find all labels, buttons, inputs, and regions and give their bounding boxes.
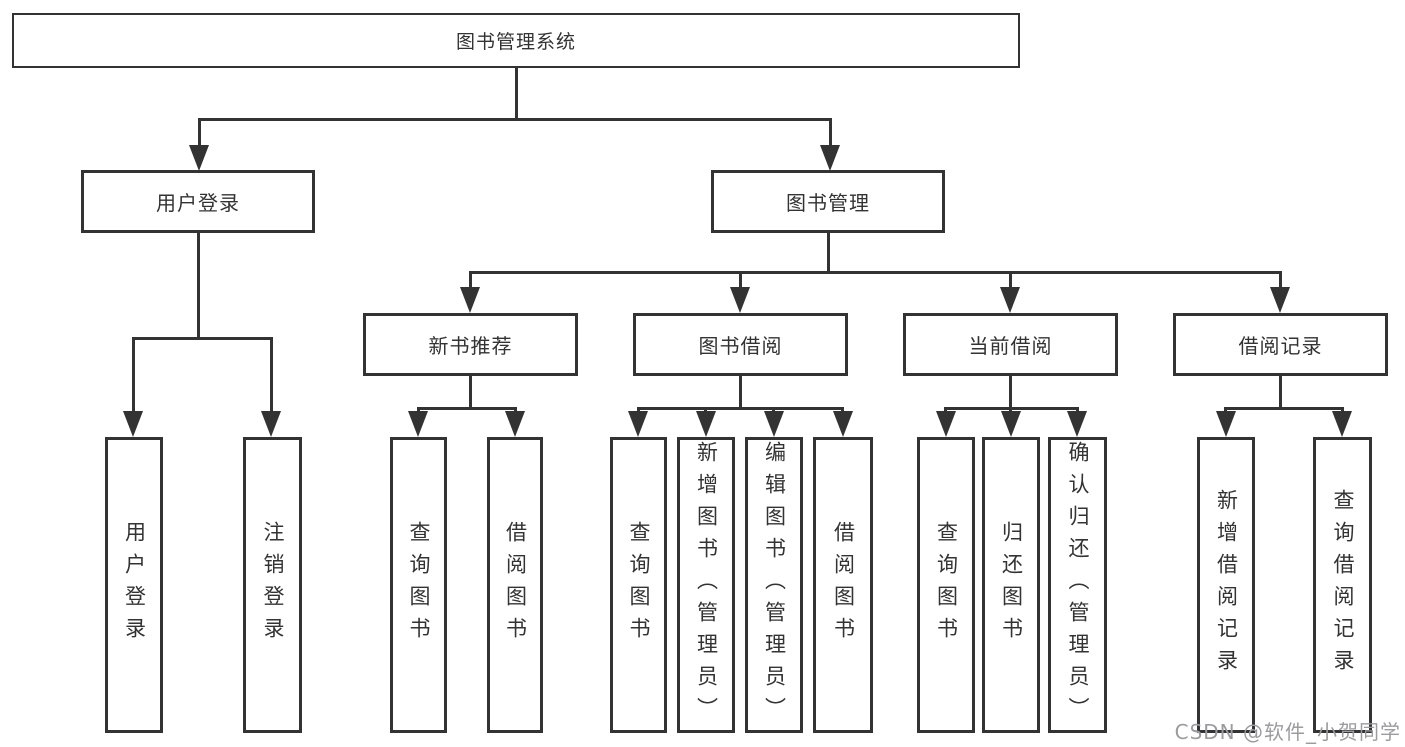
- leaf-bb-borrow-books: 借阅图书: [813, 437, 873, 733]
- arrow-into-leaf-logout: [261, 411, 281, 437]
- arrow-into-leaf-user-login: [123, 411, 143, 437]
- leaf-user-login-label: 用户登录: [122, 521, 147, 649]
- leaf-rec-borrow-books: 借阅图书: [487, 437, 543, 733]
- node-book-management: 图书管理: [711, 170, 945, 233]
- leaf-logout: 注销登录: [243, 437, 302, 733]
- connector-new-book-recommend-split: [417, 407, 517, 410]
- arrow-into-rec-query-books: [408, 411, 428, 437]
- leaf-bb-add-books-label: 新增图书（管理员）: [694, 441, 719, 729]
- leaf-rec-query-books-label: 查询图书: [407, 521, 431, 649]
- connector-new-book-recommend-stem: [469, 376, 472, 410]
- arrow-into-borrow-records: [1270, 287, 1290, 313]
- connector-stem-current-borrow: [1009, 271, 1012, 289]
- arrow-into-bb-edit-books: [764, 411, 784, 437]
- leaf-bb-add-books: 新增图书（管理员）: [677, 437, 735, 733]
- leaf-cb-confirm-return-label: 确认归还（管理员）: [1066, 441, 1090, 729]
- leaf-bb-query-books-label: 查询图书: [627, 521, 651, 649]
- leaf-bb-borrow-books-label: 借阅图书: [831, 521, 856, 649]
- node-root: 图书管理系统: [12, 13, 1020, 68]
- arrow-into-new-book-recommend: [460, 287, 480, 313]
- connector-root-split: [198, 118, 831, 121]
- csdn-watermark: CSDN @软件_小贺同学: [1174, 720, 1401, 744]
- arrow-into-cb-confirm-return: [1067, 411, 1087, 437]
- connector-stem-user-login: [198, 118, 201, 148]
- node-user-login: 用户登录: [81, 170, 315, 233]
- connector-stem-book-management: [829, 118, 832, 148]
- leaf-br-query-record: 查询借阅记录: [1313, 437, 1372, 733]
- node-current-borrow: 当前借阅: [903, 313, 1118, 376]
- node-book-borrow: 图书借阅: [633, 313, 848, 376]
- arrow-into-user-login: [189, 145, 209, 171]
- arrow-into-bb-query-books: [628, 411, 648, 437]
- node-borrow-records-label: 借阅记录: [1238, 334, 1323, 358]
- connector-user-login-stem: [197, 233, 200, 337]
- leaf-br-add-record-label: 新增借阅记录: [1214, 489, 1239, 681]
- leaf-cb-return-books: 归还图书: [982, 437, 1040, 733]
- node-book-management-label: 图书管理: [786, 191, 870, 215]
- node-new-book-recommend-label: 新书推荐: [428, 334, 513, 358]
- leaf-cb-return-books-label: 归还图书: [999, 521, 1024, 649]
- leaf-bb-edit-books-label: 编辑图书（管理员）: [762, 441, 787, 729]
- arrow-into-cb-query-books: [936, 411, 956, 437]
- node-book-borrow-label: 图书借阅: [698, 334, 783, 358]
- connector-borrow-records-stem: [1279, 376, 1282, 410]
- leaf-rec-borrow-books-label: 借阅图书: [503, 521, 528, 649]
- arrow-into-rec-borrow-books: [505, 411, 525, 437]
- leaf-bb-query-books: 查询图书: [610, 437, 667, 733]
- node-current-borrow-label: 当前借阅: [968, 334, 1053, 358]
- connector-book-borrow-stem: [739, 376, 742, 410]
- connector-stem-new-book-recommend: [469, 271, 472, 289]
- leaf-br-query-record-label: 查询借阅记录: [1331, 489, 1355, 681]
- connector-root-stem: [515, 68, 518, 120]
- connector-current-borrow-stem: [1009, 376, 1012, 410]
- leaf-rec-query-books: 查询图书: [390, 437, 447, 733]
- node-borrow-records: 借阅记录: [1173, 313, 1388, 376]
- leaf-cb-query-books-label: 查询图书: [934, 521, 959, 649]
- leaf-user-login: 用户登录: [105, 437, 163, 733]
- leaf-cb-query-books: 查询图书: [917, 437, 975, 733]
- connector-user-login-split: [132, 337, 272, 340]
- node-root-label: 图书管理系统: [455, 31, 576, 53]
- connector-stem-leaf-logout: [270, 337, 273, 413]
- arrow-into-br-add-record: [1216, 411, 1236, 437]
- connector-book-management-split: [469, 271, 1282, 274]
- connector-stem-book-borrow: [739, 271, 742, 289]
- arrow-into-bb-add-books: [696, 411, 716, 437]
- connector-borrow-records-split: [1224, 407, 1343, 410]
- arrow-into-cb-return-books: [1001, 411, 1021, 437]
- node-user-login-label: 用户登录: [156, 191, 240, 215]
- node-new-book-recommend: 新书推荐: [363, 313, 578, 376]
- leaf-cb-confirm-return: 确认归还（管理员）: [1048, 437, 1107, 733]
- arrow-into-br-query-record: [1332, 411, 1352, 437]
- leaf-bb-edit-books: 编辑图书（管理员）: [745, 437, 803, 733]
- connector-stem-leaf-user-login: [132, 337, 135, 413]
- connector-stem-borrow-records: [1279, 271, 1282, 289]
- leaf-logout-label: 注销登录: [261, 521, 285, 649]
- connector-book-borrow-split: [637, 407, 843, 410]
- connector-book-management-stem: [827, 233, 830, 273]
- arrow-into-current-borrow: [1000, 287, 1020, 313]
- arrow-into-book-borrow: [730, 287, 750, 313]
- leaf-br-add-record: 新增借阅记录: [1197, 437, 1255, 733]
- arrow-into-bb-borrow-books: [833, 411, 853, 437]
- arrow-into-book-management: [820, 145, 840, 171]
